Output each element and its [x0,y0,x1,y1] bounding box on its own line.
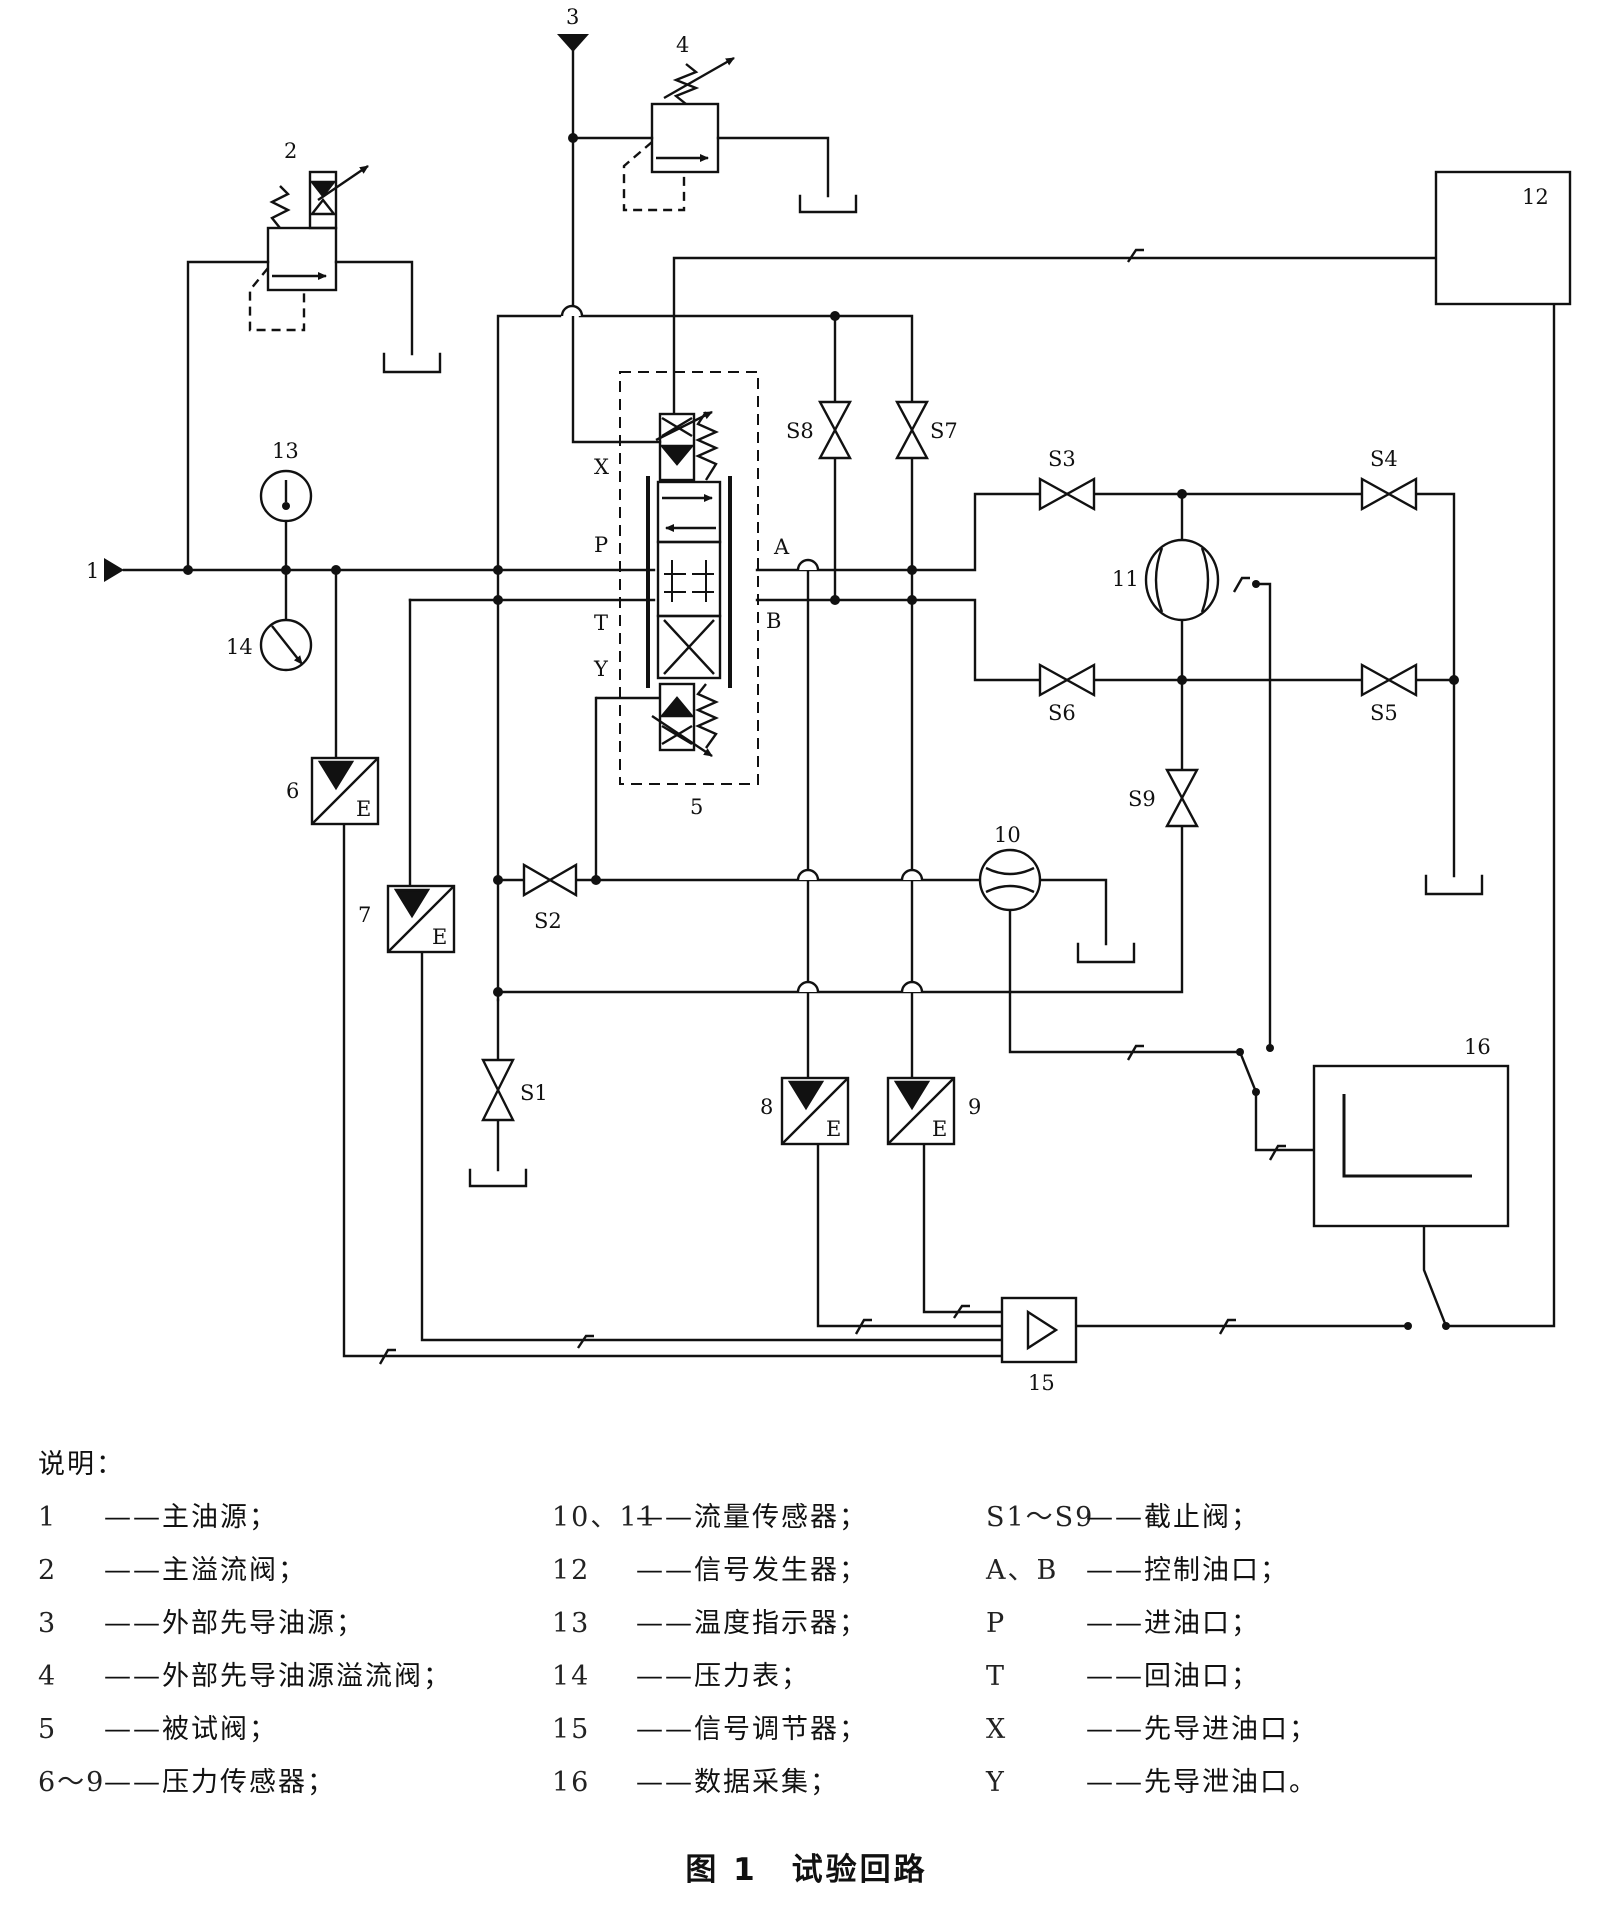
valve-s2-label: S2 [534,909,562,933]
legend-item: 13 ——温度指示器； [552,1610,868,1637]
num-6: 6 [286,779,299,803]
num-9: 9 [968,1095,981,1119]
num-8: 8 [760,1095,773,1119]
port-b-label: B [766,609,781,633]
legend-desc: ——温度指示器； [636,1608,868,1639]
legend-item: P ——进油口； [986,1610,1260,1637]
legend-key: Y [986,1767,1006,1798]
legend-item: X ——先导进油口； [986,1716,1318,1743]
legend-item: S1～S9——截止阀； [986,1504,1260,1531]
legend-desc: ——信号调节器； [636,1714,868,1745]
legend-key: 10、11 [552,1502,658,1533]
legend-key: 14 [552,1661,591,1692]
legend-desc: ——压力传感器； [104,1767,336,1798]
legend-key: P [986,1608,1007,1639]
legend-item: 4 ——外部先导油源溢流阀； [38,1663,452,1690]
valve-s6-label: S6 [1048,701,1076,725]
num-2: 2 [284,139,297,163]
transducer-6-e: E [356,797,371,821]
valve-s7-label: S7 [930,419,958,443]
legend-item: 12 ——信号发生器； [552,1557,868,1584]
valve-s1-label: S1 [520,1081,548,1105]
legend-item: 5 ——被试阀； [38,1716,278,1743]
legend-item: 10、11——流量传感器； [552,1504,868,1531]
port-p-label: P [594,533,608,557]
legend-item: T ——回油口； [986,1663,1260,1690]
legend-key: T [986,1661,1007,1692]
num-14: 14 [226,635,253,659]
legend-key: 3 [38,1608,58,1639]
legend-key: 16 [552,1767,591,1798]
legend-key: 1 [38,1502,58,1533]
port-y-label: Y [593,657,609,681]
num-10: 10 [994,823,1021,847]
legend-item: 6～9——压力传感器； [38,1769,336,1796]
valve-s4-label: S4 [1370,447,1398,471]
legend-key: 2 [38,1555,58,1586]
legend-desc: ——先导进油口； [1086,1714,1318,1745]
port-a-label: A [773,535,790,559]
legend-key: A、B [986,1555,1059,1586]
legend-desc: ——截止阀； [1086,1502,1260,1533]
legend-key: S1～S9 [986,1502,1095,1533]
legend-desc: ——主油源； [104,1502,278,1533]
transducer-9-e: E [932,1117,947,1141]
legend-desc: ——进油口； [1086,1608,1260,1639]
legend-item: A、B ——控制油口； [986,1557,1289,1584]
num-12: 12 [1522,185,1549,209]
num-5: 5 [690,795,703,819]
valve-s5-label: S5 [1370,701,1398,725]
legend-desc: ——回油口； [1086,1661,1260,1692]
legend-desc: ——被试阀； [104,1714,278,1745]
legend-desc: ——外部先导油源溢流阀； [104,1661,452,1692]
num-7: 7 [358,903,371,927]
figure-caption: 图 1 试验回路 [685,1852,928,1888]
num-13: 13 [272,439,299,463]
legend-key: 4 [38,1661,58,1692]
num-1: 1 [86,559,99,583]
legend-item: 2 ——主溢流阀； [38,1557,307,1584]
legend-desc: ——流量传感器； [636,1502,868,1533]
legend-desc: ——压力表； [636,1661,810,1692]
legend-desc: ——信号发生器； [636,1555,868,1586]
transducer-8-e: E [826,1117,841,1141]
legend-item: 3 ——外部先导油源； [38,1610,365,1637]
legend-key: 15 [552,1714,591,1745]
num-4: 4 [676,33,689,57]
legend-item: 1 ——主油源； [38,1504,278,1531]
num-3: 3 [566,5,579,29]
legend-title: 说明： [38,1449,125,1480]
legend-item: 16 ——数据采集； [552,1769,839,1796]
legend-desc: ——先导泄油口。 [1086,1767,1318,1798]
transducer-7-e: E [432,925,447,949]
legend-desc: ——外部先导油源； [104,1608,365,1639]
legend-key: X [986,1714,1008,1745]
legend-key: 6～9 [38,1767,106,1798]
port-t-label: T [594,611,608,635]
valve-s8-label: S8 [786,419,814,443]
num-11: 11 [1112,567,1139,591]
legend-desc: ——主溢流阀； [104,1555,307,1586]
legend-item: 14 ——压力表； [552,1663,810,1690]
valve-s3-label: S3 [1048,447,1076,471]
num-16: 16 [1464,1035,1491,1059]
valve-s9-label: S9 [1128,787,1156,811]
legend-item: Y ——先导泄油口。 [986,1769,1318,1796]
num-15: 15 [1028,1371,1055,1395]
legend-key: 12 [552,1555,591,1586]
legend-item: 15 ——信号调节器； [552,1716,868,1743]
legend-key: 13 [552,1608,591,1639]
legend-desc: ——控制油口； [1086,1555,1289,1586]
test-circuit-diagram: 1 2 3 4 5 6 7 8 9 10 11 12 13 14 15 16 S… [86,5,1572,1395]
port-x-label: X [594,455,609,479]
legend-key: 5 [38,1714,58,1745]
legend-desc: ——数据采集； [636,1767,839,1798]
